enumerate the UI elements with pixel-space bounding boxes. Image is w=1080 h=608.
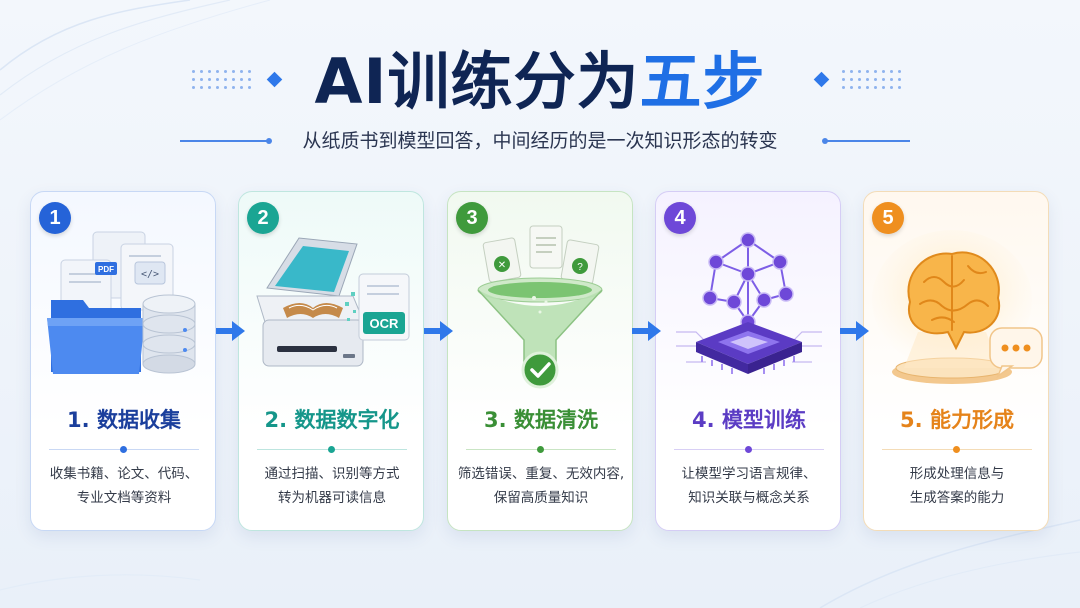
page-title: AI训练分为五步: [0, 42, 1080, 122]
decorative-dot: [240, 70, 243, 73]
decorative-dot: [866, 70, 869, 73]
decorative-dot: [216, 78, 219, 81]
step-title: 3. 数据清洗: [484, 408, 598, 432]
decorative-dot: [866, 86, 869, 89]
step-card-1: 1 PDF </> 1. 数据收集 收集书籍、论文、代码、 专业文档等资料: [30, 191, 216, 531]
decorative-dot: [890, 70, 893, 73]
subtitle-rule-right-dot: [822, 138, 828, 144]
decorative-dots-right: [842, 70, 906, 94]
step-description: 让模型学习语言规律、 知识关联与概念关系: [681, 466, 817, 506]
step-title: 2. 数据数字化: [264, 408, 400, 432]
title-main: AI训练分为: [314, 45, 640, 118]
separator-dot: [745, 446, 752, 453]
step-number-badge: 5: [872, 202, 904, 234]
decorative-dot: [200, 86, 203, 89]
decorative-dot: [874, 86, 877, 89]
decorative-dot: [858, 86, 861, 89]
decorative-dot: [224, 86, 227, 89]
decorative-dot: [232, 78, 235, 81]
decorative-dot: [842, 78, 845, 81]
subtitle-rule-left-dot: [266, 138, 272, 144]
step-description: 收集书籍、论文、代码、 专业文档等资料: [49, 466, 199, 506]
decorative-dot: [232, 70, 235, 73]
decorative-dot: [898, 70, 901, 73]
decorative-dot: [842, 70, 845, 73]
decorative-dot: [898, 86, 901, 89]
svg-text:PDF: PDF: [98, 265, 114, 274]
arrow-right-icon: [216, 321, 245, 341]
step-card-3: 3 ✕ ? 3. 数据清洗 筛选错误、重复、无效内容, 保留高质量知识: [447, 191, 633, 531]
decorative-dot: [882, 86, 885, 89]
decorative-dot: [248, 78, 251, 81]
decorative-dot: [224, 78, 227, 81]
svg-text:✕: ✕: [498, 260, 506, 271]
decorative-dot: [192, 78, 195, 81]
decorative-dot: [882, 70, 885, 73]
decorative-dot: [232, 86, 235, 89]
separator-dot: [953, 446, 960, 453]
subtitle-rule-left: [180, 140, 268, 142]
decorative-dot: [850, 86, 853, 89]
title-highlight: 五步: [639, 45, 766, 118]
step-description: 形成处理信息与 生成答案的能力: [909, 466, 1005, 506]
separator-dot: [328, 446, 335, 453]
step-card-2: 2 OCR 2. 数据数字化 通过扫描、识别等方式 转为机器可读信息: [238, 191, 424, 531]
glowing-brain-icon: [872, 230, 1043, 384]
funnel-filter-icon: ✕ ?: [477, 225, 603, 389]
decorative-dot: [240, 86, 243, 89]
decorative-dot: [898, 78, 901, 81]
decorative-dot: [208, 70, 211, 73]
step-number-badge: 3: [456, 202, 488, 234]
step-title: 4. 模型训练: [692, 408, 806, 432]
decorative-dot: [874, 78, 877, 81]
decorative-dot: [882, 78, 885, 81]
step-card-5: 5 5. 能力形成 形成处理信息与 生成答案的能力: [863, 191, 1049, 531]
decorative-dot: [248, 70, 251, 73]
decorative-dot: [200, 78, 203, 81]
decorative-dot: [192, 70, 195, 73]
decorative-dot: [208, 78, 211, 81]
decorative-dot: [200, 70, 203, 73]
step-number-badge: 4: [664, 202, 696, 234]
folder-documents-icon: PDF </>: [47, 231, 196, 374]
step-description: 筛选错误、重复、无效内容, 保留高质量知识: [457, 466, 625, 506]
decorative-dot: [216, 70, 219, 73]
decorative-dot: [208, 86, 211, 89]
decorative-dot: [224, 70, 227, 73]
decorative-dots-left: [192, 70, 256, 94]
svg-text:OCR: OCR: [370, 316, 400, 331]
arrow-right-icon: [632, 321, 661, 341]
step-card-4: 4 4. 模型训练 让模型: [655, 191, 841, 531]
subtitle-rule-right: [826, 140, 910, 142]
decorative-dot: [890, 78, 893, 81]
decorative-dot: [874, 70, 877, 73]
step-title: 5. 能力形成: [900, 408, 1014, 432]
decorative-dot: [842, 86, 845, 89]
page-subtitle: 从纸质书到模型回答，中间经历的是一次知识形态的转变: [302, 130, 778, 152]
decorative-dot: [850, 78, 853, 81]
scanner-ocr-icon: OCR: [256, 237, 410, 367]
arrow-right-icon: [840, 321, 869, 341]
decorative-dot: [216, 86, 219, 89]
separator-dot: [537, 446, 544, 453]
decorative-dot: [248, 86, 251, 89]
decorative-dot: [192, 86, 195, 89]
decorative-dot: [850, 70, 853, 73]
step-number-badge: 2: [247, 202, 279, 234]
step-number-badge: 1: [39, 202, 71, 234]
step-title: 1. 数据收集: [67, 408, 181, 432]
svg-text:?: ?: [577, 262, 583, 273]
arrow-right-icon: [424, 321, 453, 341]
chip-network-icon: [676, 232, 822, 374]
decorative-dot: [866, 78, 869, 81]
svg-text:</>: </>: [141, 269, 159, 280]
separator-dot: [120, 446, 127, 453]
decorative-dot: [890, 86, 893, 89]
decorative-dot: [858, 78, 861, 81]
decorative-dot: [240, 78, 243, 81]
decorative-dot: [858, 70, 861, 73]
step-description: 通过扫描、识别等方式 转为机器可读信息: [264, 466, 400, 506]
